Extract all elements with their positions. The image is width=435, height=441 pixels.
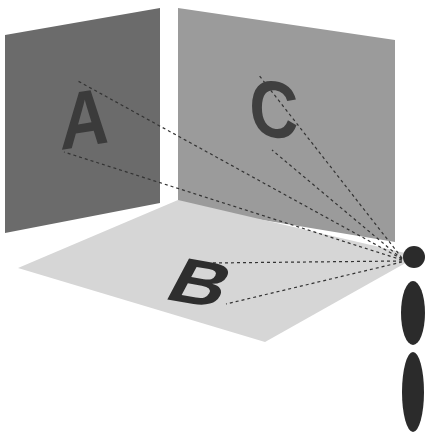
sight-line [258, 74, 402, 258]
sight-line [76, 80, 402, 259]
plane-fill [5, 8, 160, 233]
right-wall-plane: C [178, 8, 395, 242]
plane-letter: C [249, 67, 298, 154]
left-wall-plane: A [5, 8, 160, 235]
sight-line [210, 261, 402, 263]
sight-line [64, 152, 402, 260]
sight-line [272, 150, 402, 259]
plane-fill [18, 200, 418, 342]
sight-line [226, 262, 402, 304]
person-torso [401, 281, 425, 345]
plane-letter: A [60, 75, 109, 163]
person-legs [402, 352, 424, 432]
plane-fill [178, 8, 395, 242]
person-head [403, 246, 425, 268]
floor-plane: B [18, 200, 418, 342]
